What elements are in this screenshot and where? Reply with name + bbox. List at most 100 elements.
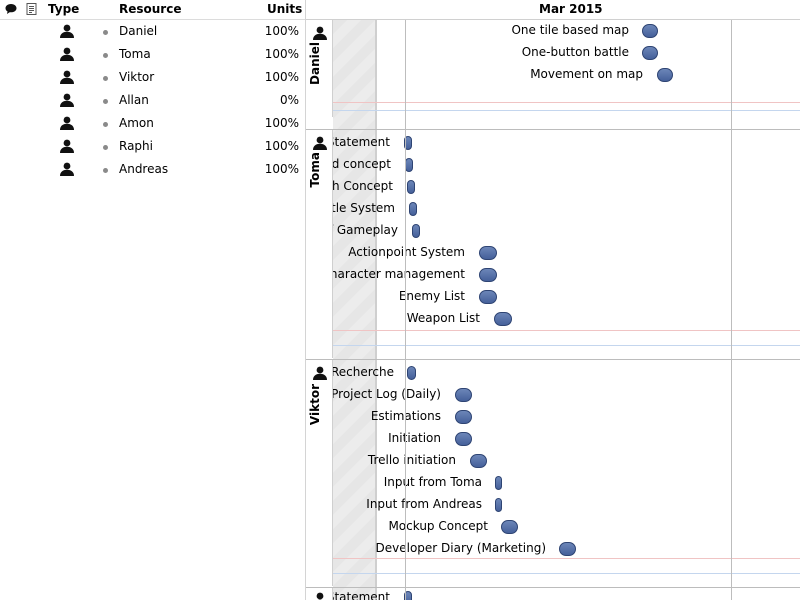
bullet-icon	[103, 76, 108, 81]
person-icon	[312, 136, 328, 153]
bullet-icon	[103, 145, 108, 150]
group-label: Viktor	[308, 384, 322, 426]
task-label: Project Log (Daily)	[331, 387, 441, 401]
bullet-icon	[103, 30, 108, 35]
resource-table-header: Type Resource Units	[0, 0, 305, 20]
task-bar[interactable]	[495, 498, 502, 512]
task-label: Weapon List	[406, 311, 480, 325]
person-icon	[59, 162, 75, 179]
bullet-icon	[103, 53, 108, 58]
resource-name: Raphi	[119, 139, 153, 153]
task-bar[interactable]	[479, 290, 497, 304]
task-label: Trello initiation	[367, 453, 456, 467]
person-icon	[312, 26, 328, 43]
task-label: Statement	[326, 135, 390, 149]
task-label: Recherche	[330, 365, 394, 379]
resource-row[interactable]: Viktor 100%	[0, 66, 305, 89]
task-bar[interactable]	[559, 542, 576, 556]
task-bar[interactable]	[642, 46, 658, 60]
group-separator	[306, 359, 800, 360]
task-label: Enemy List	[398, 289, 465, 303]
task-label: Character management	[321, 267, 465, 281]
resource-gantt-chart[interactable]: Mar 2015 Daniel One tile based map One-b…	[306, 0, 800, 600]
group-label: Daniel	[308, 42, 322, 85]
task-bar[interactable]	[470, 454, 487, 468]
task-label: Input from Andreas	[366, 497, 482, 511]
task-label: Input from Toma	[383, 475, 482, 489]
resource-row[interactable]: Daniel 100%	[0, 20, 305, 43]
task-bar[interactable]	[404, 591, 412, 600]
bullet-icon	[103, 122, 108, 127]
task-bar[interactable]	[409, 202, 417, 216]
resource-name: Viktor	[119, 70, 155, 84]
load-line	[333, 110, 800, 111]
group-header-column: Toma	[306, 130, 333, 358]
resource-name: Amon	[119, 116, 154, 130]
task-bar[interactable]	[479, 246, 497, 260]
task-label: One tile based map	[511, 23, 629, 37]
resource-row[interactable]: Amon 100%	[0, 112, 305, 135]
speech-bubble-icon[interactable]	[5, 3, 17, 18]
task-bar[interactable]	[407, 366, 416, 380]
units-column-header[interactable]: Units	[267, 2, 303, 16]
task-bar[interactable]	[455, 410, 472, 424]
resource-row[interactable]: Raphi 100%	[0, 135, 305, 158]
resource-units: 100%	[264, 24, 299, 38]
person-icon	[59, 139, 75, 156]
task-bar[interactable]	[404, 136, 412, 150]
group-header-column	[306, 588, 333, 600]
task-label: Initiation	[388, 431, 441, 445]
capacity-line	[333, 558, 800, 559]
resource-units: 100%	[264, 70, 299, 84]
task-bar[interactable]	[455, 432, 472, 446]
task-label: One-button battle	[521, 45, 629, 59]
task-label: ttle System	[326, 201, 395, 215]
resource-units: 100%	[264, 139, 299, 153]
task-bar[interactable]	[657, 68, 673, 82]
task-label: h Concept	[331, 179, 393, 193]
task-label: f Gameplay	[328, 223, 398, 237]
resource-units: 100%	[264, 116, 299, 130]
resource-units: 100%	[264, 47, 299, 61]
task-bar[interactable]	[405, 158, 413, 172]
note-icon[interactable]	[26, 3, 37, 18]
resource-name: Daniel	[119, 24, 158, 38]
person-icon	[59, 70, 75, 87]
resource-units: 100%	[264, 162, 299, 176]
person-icon	[312, 592, 328, 600]
resource-group-viktor: Viktor Recherche Project Log (Daily) Est…	[306, 360, 800, 586]
task-label: d concept	[331, 157, 391, 171]
task-bar[interactable]	[501, 520, 518, 534]
load-line	[333, 345, 800, 346]
bullet-icon	[103, 99, 108, 104]
resource-row[interactable]: Andreas 100%	[0, 158, 305, 181]
resource-name: Allan	[119, 93, 149, 107]
resource-group-next: Statement	[306, 588, 800, 600]
task-bar[interactable]	[407, 180, 415, 194]
task-label: Movement on map	[530, 67, 643, 81]
task-bar[interactable]	[455, 388, 472, 402]
person-icon	[59, 47, 75, 64]
resource-name: Andreas	[119, 162, 169, 176]
person-icon	[59, 24, 75, 41]
timeline-gridline	[405, 0, 406, 600]
resource-row[interactable]: Toma 100%	[0, 43, 305, 66]
task-bar[interactable]	[494, 312, 512, 326]
task-bar[interactable]	[412, 224, 420, 238]
bullet-icon	[103, 168, 108, 173]
task-bar[interactable]	[479, 268, 497, 282]
group-header-column: Daniel	[306, 20, 333, 117]
person-icon	[59, 93, 75, 110]
task-bar[interactable]	[495, 476, 502, 490]
capacity-line	[333, 102, 800, 103]
timeline-gridline	[731, 0, 732, 600]
resource-table: Type Resource Units Daniel 100% Toma 100…	[0, 0, 306, 600]
group-header-column: Viktor	[306, 360, 333, 586]
type-column-header[interactable]: Type	[48, 2, 80, 16]
resource-column-header[interactable]: Resource	[119, 2, 182, 16]
nonworking-day-band	[333, 20, 377, 600]
task-bar[interactable]	[642, 24, 658, 38]
person-icon	[59, 116, 75, 133]
resource-row[interactable]: Allan 0%	[0, 89, 305, 112]
resource-units: 0%	[279, 93, 299, 107]
